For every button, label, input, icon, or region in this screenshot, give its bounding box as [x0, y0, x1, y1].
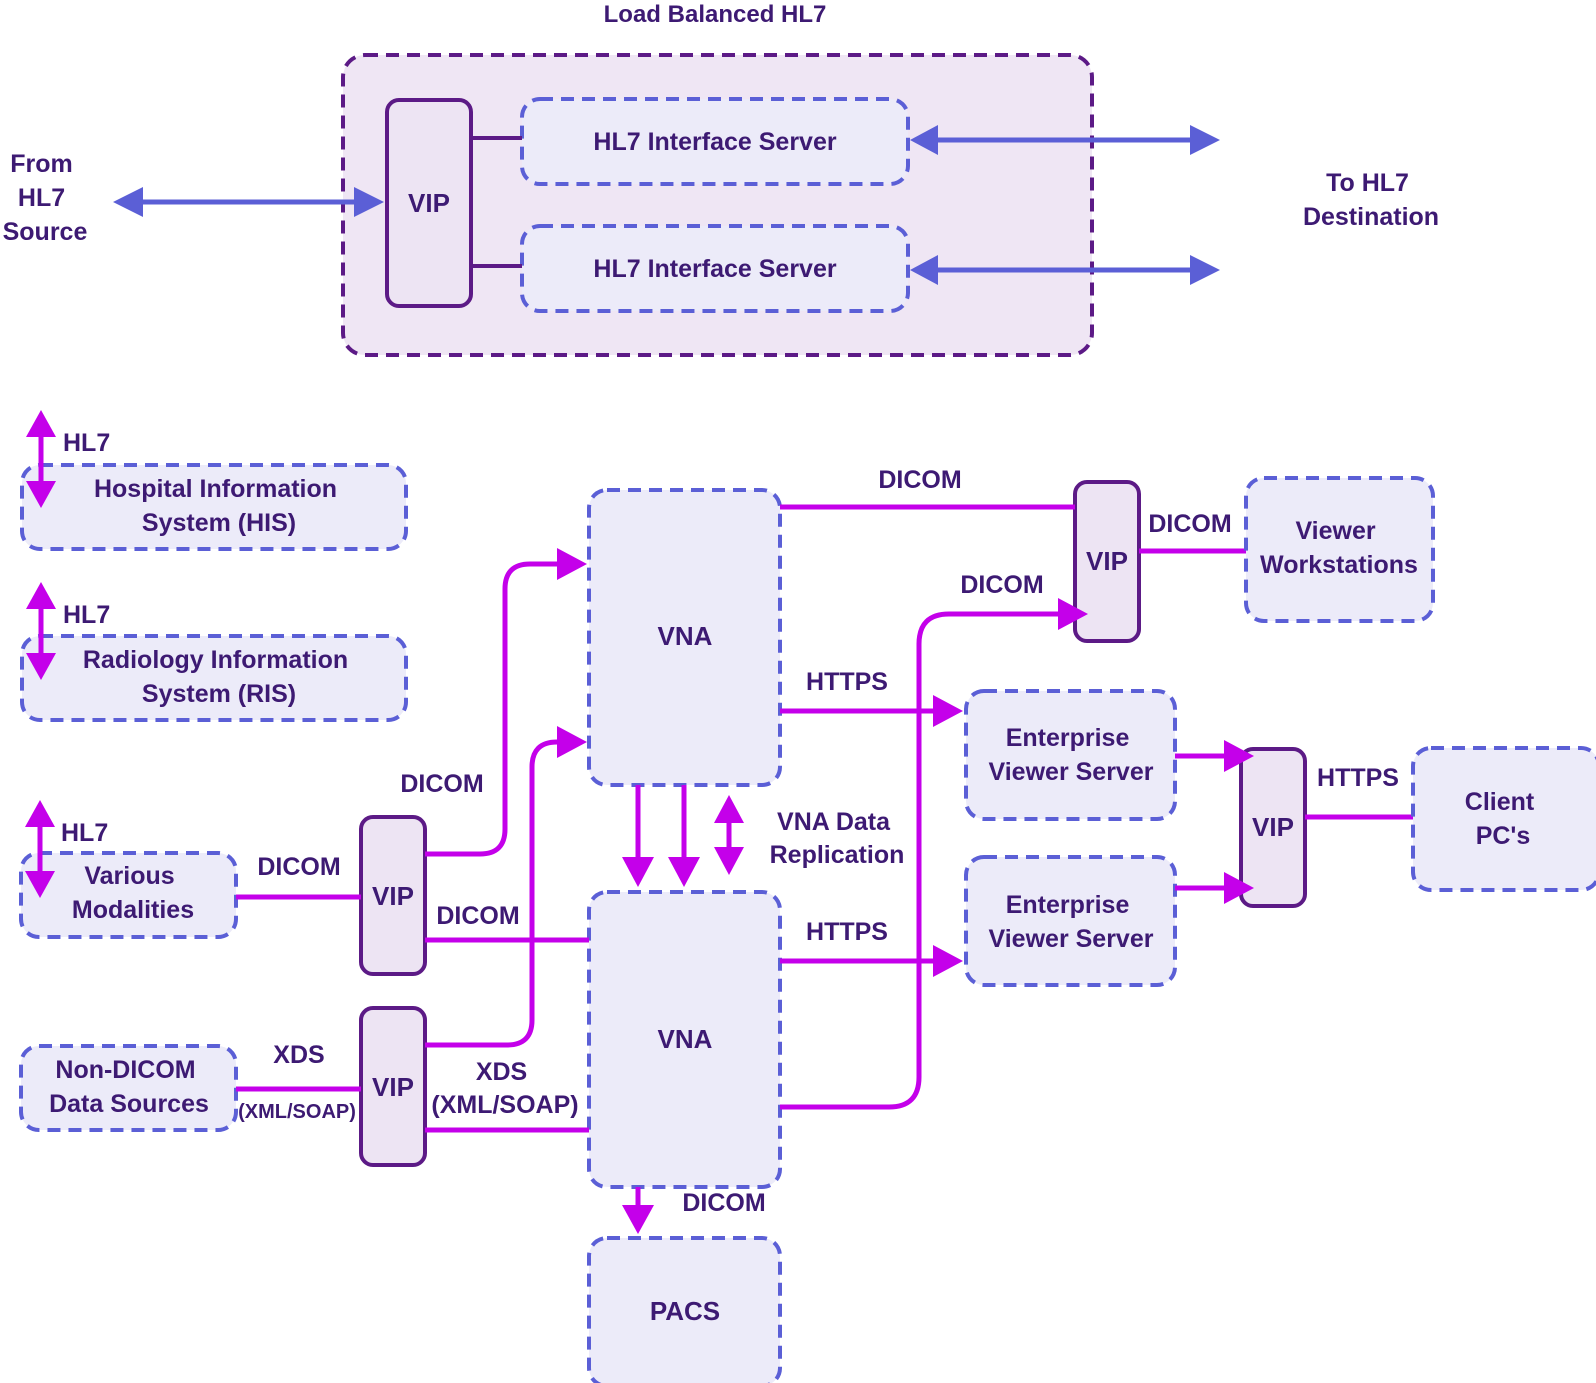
viewer-workstations-box [1244, 476, 1435, 623]
modalities-hl7-label: HL7 [61, 819, 108, 847]
https-client-label: HTTPS [1317, 764, 1399, 792]
hl7-source-arrow [113, 187, 384, 217]
hl7-vip-box [385, 98, 473, 308]
xds-vip-label: VIP [372, 1072, 414, 1102]
vna-down-arrow-1 [622, 785, 654, 887]
vna-bottom-label: VNA [658, 1024, 713, 1054]
https-2-label: HTTPS [806, 918, 888, 946]
modality-vip-label: VIP [372, 881, 414, 911]
ris-box [20, 634, 408, 722]
viewer-vip-box [1073, 480, 1141, 643]
vna-top-label: VNA [658, 621, 713, 651]
load-balanced-title: Load Balanced HL7 [604, 1, 827, 28]
modalities-label: Various Modalities [72, 862, 194, 924]
non-dicom-label: Non-DICOM Data Sources [49, 1056, 209, 1118]
client-vip-box [1239, 747, 1307, 908]
vna-to-enterprise-1-arrow [780, 695, 963, 727]
ris-hl7-arrow [26, 582, 56, 680]
enterprise-viewer-server-2-label: Enterprise Viewer Server [989, 891, 1154, 953]
hl7-interface-server-2-label: HL7 Interface Server [593, 255, 836, 283]
xds-mid-label: XDS (XML/SOAP) [431, 1058, 578, 1119]
hl7-interface-server-1 [520, 97, 910, 186]
dicom-vip-label: DICOM [1148, 510, 1231, 538]
non-dicom-xml-soap-label: (XML/SOAP) [238, 1101, 356, 1123]
vna-bottom-box [587, 890, 782, 1189]
client-pcs-label: Client PC's [1465, 788, 1541, 850]
vna-bottom-to-viewer-vip-arrow [780, 598, 1088, 1110]
dicom-top-label: DICOM [878, 466, 961, 494]
vna-to-pacs-arrow [622, 1187, 654, 1234]
pacs-label: PACS [650, 1296, 720, 1326]
modality-dicom-mid-label: DICOM [436, 902, 519, 930]
modalities-dicom-label: DICOM [257, 853, 340, 881]
enterprise-viewer-server-2-box [964, 855, 1177, 987]
hl7-source-label: From HL7 Source [3, 150, 88, 246]
hl7-interface-server-1-label: HL7 Interface Server [593, 128, 836, 156]
hl7-destination-label: To HL7 Destination [1303, 169, 1439, 231]
vna-to-enterprise-2-arrow [780, 945, 963, 977]
vna-replication-label: VNA Data Replication [770, 808, 905, 869]
viewer-workstations-label: Viewer Workstations [1260, 517, 1418, 579]
pacs-dicom-label: DICOM [682, 1189, 765, 1217]
modality-dicom-up-label: DICOM [400, 770, 483, 798]
ris-label: Radiology Information System (RIS) [83, 646, 355, 708]
hl7-destination-arrow-2 [910, 255, 1220, 285]
enterprise-viewer-server-1-label: Enterprise Viewer Server [989, 724, 1154, 786]
xds-vip-to-vna-top-arrow [425, 726, 587, 1048]
enterprise-2-to-client-vip-arrow [1175, 872, 1254, 904]
vna-replication-arrow [714, 795, 744, 875]
his-box [20, 463, 408, 551]
client-vip-label: VIP [1252, 812, 1294, 842]
viewer-vip-label: VIP [1086, 546, 1128, 576]
client-pcs-box [1411, 746, 1596, 892]
non-dicom-xds-label: XDS [273, 1041, 324, 1069]
pacs-box [587, 1236, 782, 1383]
hl7-destination-arrow-1 [910, 125, 1220, 155]
enterprise-1-to-client-vip-arrow [1175, 740, 1254, 772]
vna-down-arrow-2 [668, 785, 700, 887]
hl7-vip-label: VIP [408, 188, 450, 218]
his-hl7-arrow [26, 410, 56, 508]
his-label: Hospital Information System (HIS) [94, 475, 344, 537]
hl7-interface-server-2 [520, 224, 910, 313]
dicom-right-label: DICOM [960, 571, 1043, 599]
ris-hl7-label: HL7 [63, 601, 110, 629]
enterprise-viewer-server-1-box [964, 689, 1177, 821]
modality-vip-to-vna-top-arrow [425, 548, 587, 857]
his-hl7-label: HL7 [63, 429, 110, 457]
https-1-label: HTTPS [806, 668, 888, 696]
modalities-hl7-arrow [25, 800, 55, 898]
